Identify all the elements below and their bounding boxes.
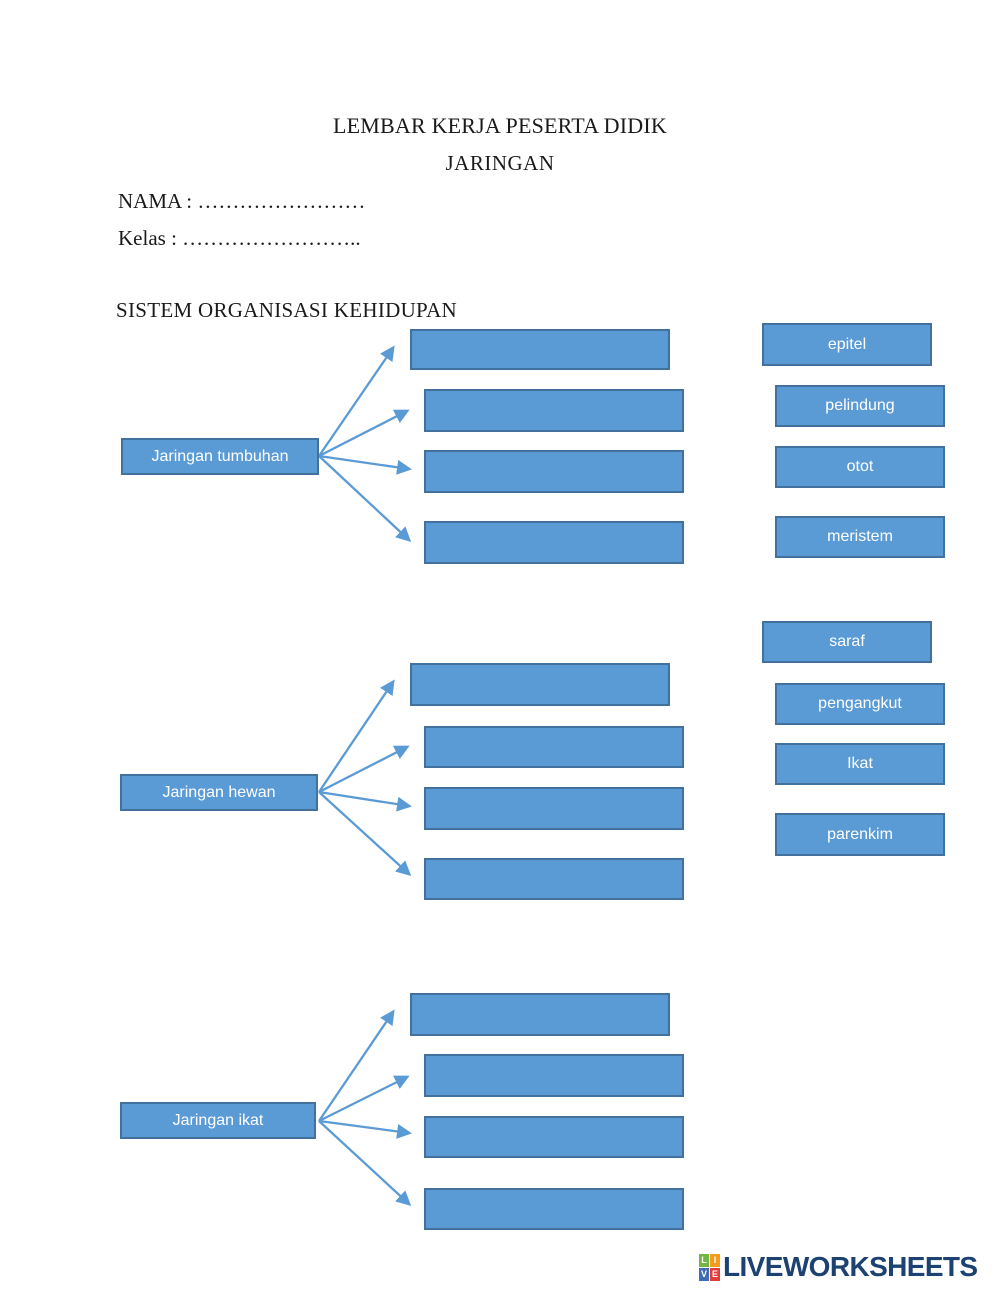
drop-box-ikat-3[interactable] [424, 1116, 684, 1158]
word-bank-item-saraf[interactable]: saraf [762, 621, 932, 663]
drop-box-ikat-2[interactable] [424, 1054, 684, 1097]
name-field-line: NAMA : …………………… [118, 189, 366, 213]
arrow-group-jaringan-hewan [318, 679, 412, 877]
group-label-jaringan-tumbuhan: Jaringan tumbuhan [121, 438, 319, 475]
logo-square-e: E [710, 1267, 720, 1281]
drop-box-ikat-4[interactable] [424, 1188, 684, 1230]
drop-box-hewan-2[interactable] [424, 726, 684, 768]
arrow-group-jaringan-tumbuhan [318, 345, 412, 543]
arrow-group-jaringan-ikat [318, 1009, 412, 1207]
word-bank-item-epitel[interactable]: epitel [762, 323, 932, 366]
word-bank-item-meristem[interactable]: meristem [775, 516, 945, 558]
word-bank-item-pengangkut[interactable]: pengangkut [775, 683, 945, 725]
logo-square-l: L [699, 1253, 709, 1267]
word-bank-item-ikat[interactable]: Ikat [775, 743, 945, 785]
drop-box-hewan-3[interactable] [424, 787, 684, 830]
drop-box-tumbuhan-4[interactable] [424, 521, 684, 564]
class-field-line: Kelas : …………………….. [118, 226, 361, 250]
drop-box-ikat-1[interactable] [410, 993, 670, 1036]
worksheet-title: LEMBAR KERJA PESERTA DIDIK [333, 113, 667, 138]
logo-square-v: V [699, 1267, 709, 1281]
drop-box-tumbuhan-1[interactable] [410, 329, 670, 370]
drop-box-tumbuhan-2[interactable] [424, 389, 684, 432]
liveworksheets-wordmark: LIVEWORKSHEETS [723, 1251, 978, 1282]
word-bank-item-pelindung[interactable]: pelindung [775, 385, 945, 427]
drop-box-hewan-1[interactable] [410, 663, 670, 706]
word-bank-item-parenkim[interactable]: parenkim [775, 813, 945, 856]
liveworksheets-logo-icon: L I V E [699, 1253, 720, 1281]
group-label-jaringan-ikat: Jaringan ikat [120, 1102, 316, 1139]
drop-box-tumbuhan-3[interactable] [424, 450, 684, 493]
group-label-jaringan-hewan: Jaringan hewan [120, 774, 318, 811]
liveworksheets-logo: L I V E LIVEWORKSHEETS [699, 1252, 978, 1282]
drop-box-hewan-4[interactable] [424, 858, 684, 900]
worksheet-subtitle: JARINGAN [445, 151, 555, 175]
section-heading: SISTEM ORGANISASI KEHIDUPAN [116, 298, 458, 322]
word-bank-item-otot[interactable]: otot [775, 446, 945, 488]
logo-square-i: I [710, 1253, 720, 1267]
